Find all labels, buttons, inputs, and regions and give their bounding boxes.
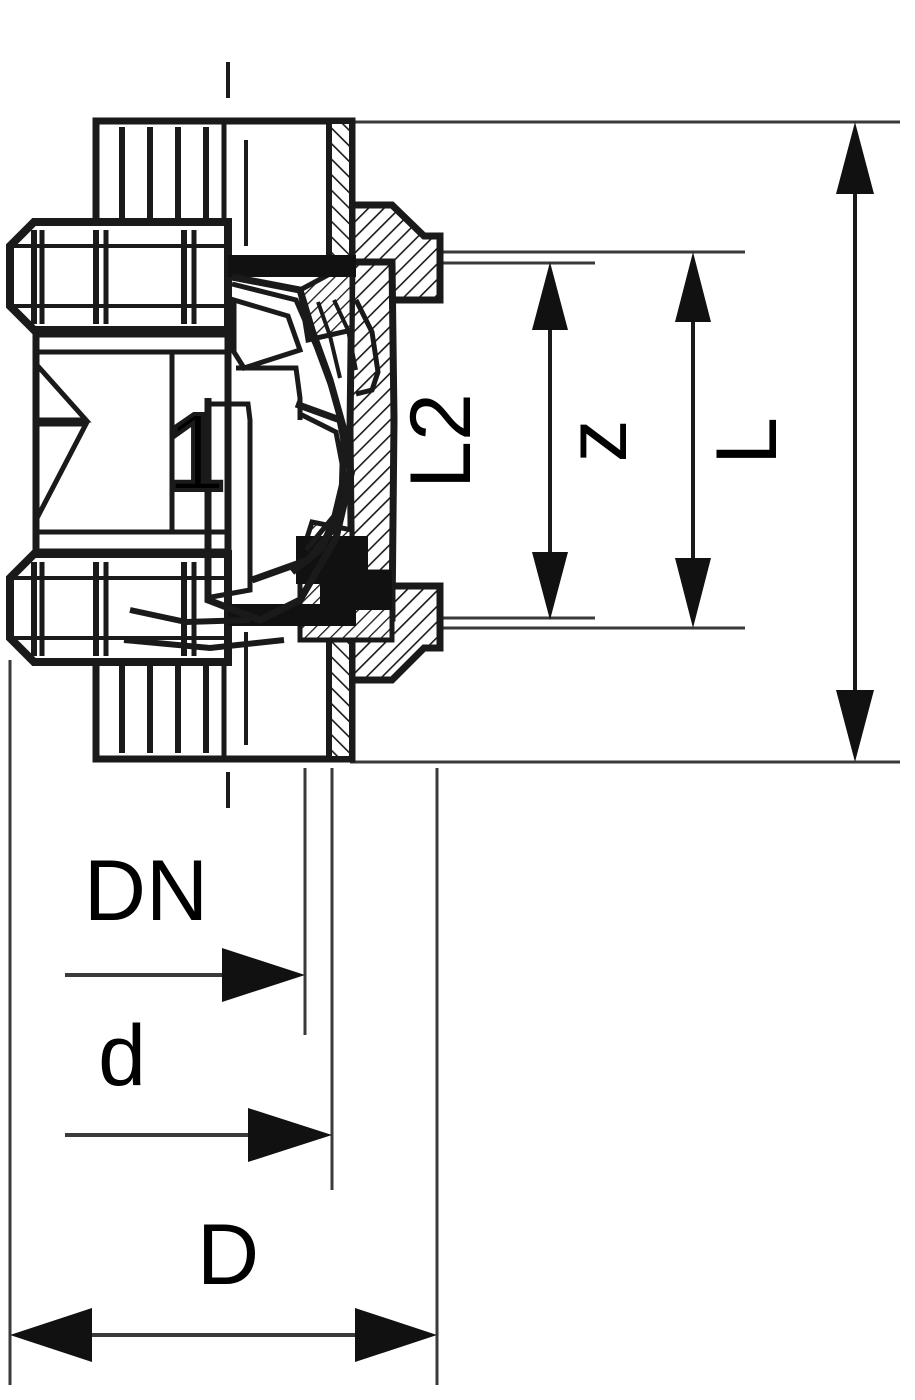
valve-internals (123, 273, 381, 652)
middle-barrel (32, 330, 232, 556)
dim-L2-arrow-bottom (532, 552, 568, 620)
gaskets (228, 255, 392, 626)
dim-D-label: D (197, 1207, 259, 1303)
disc-seal-curve (250, 400, 354, 584)
dim-d-arrow (248, 1108, 332, 1162)
disc-lower-tail (129, 607, 251, 626)
dim-DN-arrow (222, 948, 305, 1002)
dim-D-arrow-right (355, 1308, 437, 1362)
extension-lines (8, 120, 900, 1385)
union-nut-upper (6, 218, 232, 334)
dim-L2-arrow-top (532, 262, 568, 330)
dimension-D: D (10, 1207, 437, 1362)
barrel-flat-lower (33, 421, 91, 522)
gasket-seat-lower2 (320, 570, 392, 610)
dim-L-arrow-bottom (836, 690, 874, 762)
disc-inner-outline (205, 401, 253, 601)
dimension-DN: DN (65, 843, 305, 1002)
dimension-L: L (699, 122, 874, 762)
dim-z-arrow-bottom (675, 558, 711, 628)
internal-rib-2 (316, 301, 342, 379)
valve-assembly: 1 (6, 117, 444, 763)
disc-upper-plate (231, 296, 304, 371)
internal-rib-1 (332, 299, 358, 371)
dimension-d: d (65, 1008, 332, 1162)
body-upper-wall (326, 118, 355, 265)
dim-L-arrow-top (836, 122, 874, 194)
dim-L-label: L (699, 417, 795, 465)
dim-L2-label: L2 (393, 393, 489, 489)
dimension-L2: L2 (393, 262, 568, 620)
dimension-z: z (549, 252, 711, 628)
internal-pocket (353, 298, 381, 397)
dim-z-arrow-top (675, 252, 711, 322)
dim-D-arrow-left (10, 1308, 92, 1362)
disc-lower-tail2 (123, 637, 285, 652)
barrel-outline (32, 330, 232, 556)
dim-DN-label: DN (84, 843, 208, 939)
disc-seal-curve-inner (298, 411, 347, 552)
body-marker-label: 1 (165, 391, 226, 514)
gasket-upper (228, 255, 356, 277)
dim-z-label: z (549, 420, 645, 463)
dim-d-label: d (98, 1008, 146, 1104)
